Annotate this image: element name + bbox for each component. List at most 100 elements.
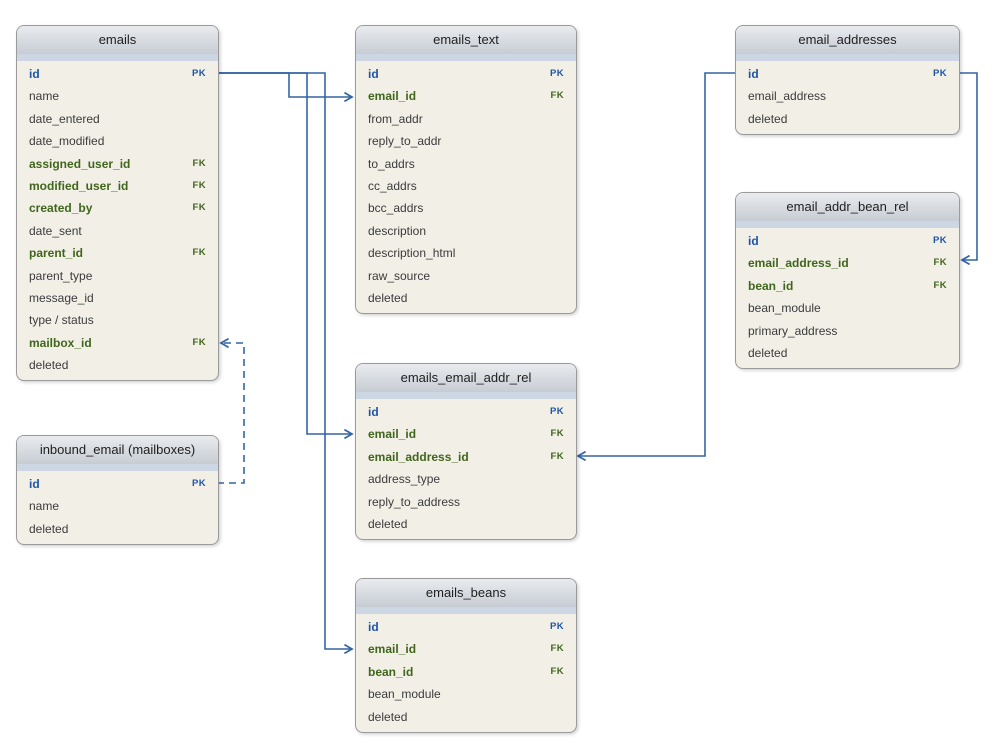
table-header-strip bbox=[736, 54, 959, 61]
field-key-tag: FK bbox=[550, 665, 564, 677]
field-row-bean_module: bean_module bbox=[356, 683, 576, 705]
table-title: emails_email_addr_rel bbox=[400, 370, 532, 385]
field-name: id bbox=[368, 67, 379, 81]
field-row-bean_id: bean_id FK bbox=[356, 661, 576, 683]
field-name: raw_source bbox=[368, 268, 431, 283]
field-name: assigned_user_id bbox=[29, 156, 131, 171]
field-name: to_addrs bbox=[368, 156, 415, 171]
field-name: date_modified bbox=[29, 134, 105, 149]
field-key-tag: FK bbox=[192, 336, 206, 348]
field-name: deleted bbox=[368, 516, 408, 531]
field-name: email_address_id bbox=[368, 449, 469, 464]
field-name: bean_module bbox=[748, 301, 821, 316]
field-name: email_id bbox=[368, 89, 417, 104]
field-name: bean_id bbox=[368, 664, 414, 679]
field-name: email_address_id bbox=[748, 256, 849, 271]
field-name: id bbox=[29, 67, 40, 81]
field-name: mailbox_id bbox=[29, 335, 92, 350]
field-name: deleted bbox=[29, 521, 69, 536]
table-title: email_addresses bbox=[798, 32, 897, 47]
field-key-tag: FK bbox=[192, 179, 206, 191]
field-name: address_type bbox=[368, 472, 441, 487]
field-name: deleted bbox=[748, 111, 788, 126]
table-header-strip bbox=[17, 54, 218, 61]
field-row-deleted: deleted bbox=[356, 513, 576, 535]
field-row-reply_to_address: reply_to_address bbox=[356, 491, 576, 513]
field-row-deleted: deleted bbox=[736, 342, 959, 364]
field-row-bcc_addrs: bcc_addrs bbox=[356, 197, 576, 219]
field-name: description bbox=[368, 223, 427, 238]
field-name: parent_type bbox=[29, 268, 93, 283]
field-name: bcc_addrs bbox=[368, 201, 424, 216]
field-row-id: id PK bbox=[736, 63, 959, 85]
field-name: id bbox=[29, 477, 40, 491]
field-name: modified_user_id bbox=[29, 178, 129, 193]
field-row-bean_module: bean_module bbox=[736, 297, 959, 319]
table-title: inbound_email (mailboxes) bbox=[39, 442, 196, 457]
field-name: email_id bbox=[368, 427, 417, 442]
table-header-strip bbox=[356, 607, 576, 614]
table-title: email_addr_bean_rel bbox=[786, 199, 909, 214]
field-row-deleted: deleted bbox=[17, 518, 218, 540]
field-row-email_address: email_address bbox=[736, 85, 959, 107]
table-header: emails_email_addr_rel bbox=[356, 364, 576, 392]
field-name: id bbox=[748, 67, 759, 81]
field-row-assigned_user_id: assigned_user_id FK bbox=[17, 153, 218, 175]
field-key-tag: PK bbox=[192, 478, 206, 489]
field-row-primary_address: primary_address bbox=[736, 320, 959, 342]
field-name: email_address bbox=[748, 89, 827, 104]
field-name: email_id bbox=[368, 642, 417, 657]
field-name: deleted bbox=[29, 358, 69, 373]
field-row-name: name bbox=[17, 85, 218, 107]
field-name: cc_addrs bbox=[368, 178, 417, 193]
field-row-raw_source: raw_source bbox=[356, 265, 576, 287]
table-header: emails_beans bbox=[356, 579, 576, 607]
field-row-deleted: deleted bbox=[736, 108, 959, 130]
field-name: reply_to_address bbox=[368, 494, 461, 509]
field-row-modified_user_id: modified_user_id FK bbox=[17, 175, 218, 197]
field-row-deleted: deleted bbox=[356, 287, 576, 309]
field-name: bean_module bbox=[368, 687, 441, 702]
field-key-tag: PK bbox=[550, 621, 564, 632]
field-row-typestatus: type / status bbox=[17, 309, 218, 331]
field-key-tag: PK bbox=[550, 406, 564, 417]
field-row-deleted: deleted bbox=[356, 706, 576, 728]
field-name: created_by bbox=[29, 201, 93, 216]
field-key-tag: FK bbox=[550, 450, 564, 462]
table-title: emails_text bbox=[433, 32, 499, 47]
field-row-address_type: address_type bbox=[356, 468, 576, 490]
field-row-description: description bbox=[356, 220, 576, 242]
field-name: deleted bbox=[368, 709, 408, 724]
field-row-message_id: message_id bbox=[17, 287, 218, 309]
field-key-tag: FK bbox=[933, 279, 947, 291]
field-row-reply_to_addr: reply_to_addr bbox=[356, 130, 576, 152]
field-name: type / status bbox=[29, 313, 94, 328]
field-name: deleted bbox=[368, 290, 408, 305]
field-key-tag: FK bbox=[550, 643, 564, 655]
field-key-tag: FK bbox=[192, 157, 206, 169]
field-name: date_sent bbox=[29, 223, 82, 238]
field-key-tag: FK bbox=[192, 247, 206, 259]
connection-inbound_email.id-to-emails.mailbox_id bbox=[217, 337, 245, 484]
field-row-parent_type: parent_type bbox=[17, 265, 218, 287]
field-key-tag: PK bbox=[933, 68, 947, 79]
connection-email_addresses.id-to-email_addr_bean_rel.email_address_id bbox=[958, 72, 978, 266]
field-name: primary_address bbox=[748, 323, 838, 338]
table-title: emails_beans bbox=[425, 585, 507, 600]
